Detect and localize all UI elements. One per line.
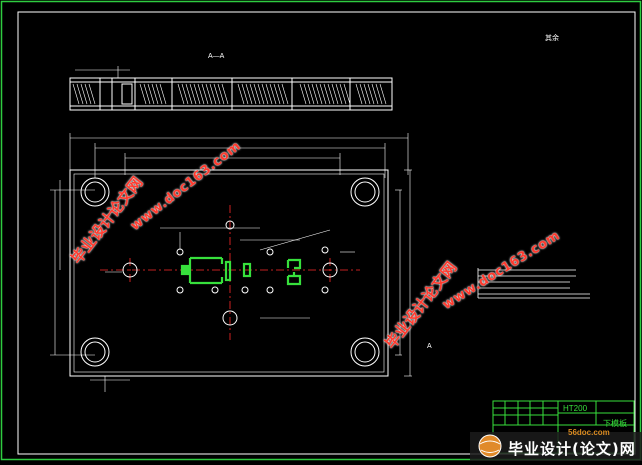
section-label: A—A xyxy=(208,53,225,60)
title-block-part-name: 下模板 xyxy=(603,419,627,428)
site-logo xyxy=(470,424,642,461)
view-marker: A xyxy=(427,343,432,350)
title-block-material: HT200 xyxy=(563,404,588,413)
cavity-inserts xyxy=(180,256,302,286)
site-name: 毕业设计(论文)网 xyxy=(508,440,636,458)
sheet-inner-frame xyxy=(17,11,636,455)
guide-post-holes xyxy=(80,177,380,367)
screw-holes xyxy=(122,220,338,326)
logo-ball-icon xyxy=(470,432,642,461)
die-plate-outline xyxy=(69,169,389,377)
roughness-note: 其余 xyxy=(545,35,559,42)
plan-view-dimensions xyxy=(50,133,412,392)
leader-lines xyxy=(105,227,355,319)
section-view-a-a xyxy=(69,66,393,111)
site-url: 56doc.com xyxy=(568,428,610,437)
notes-table xyxy=(477,268,590,299)
